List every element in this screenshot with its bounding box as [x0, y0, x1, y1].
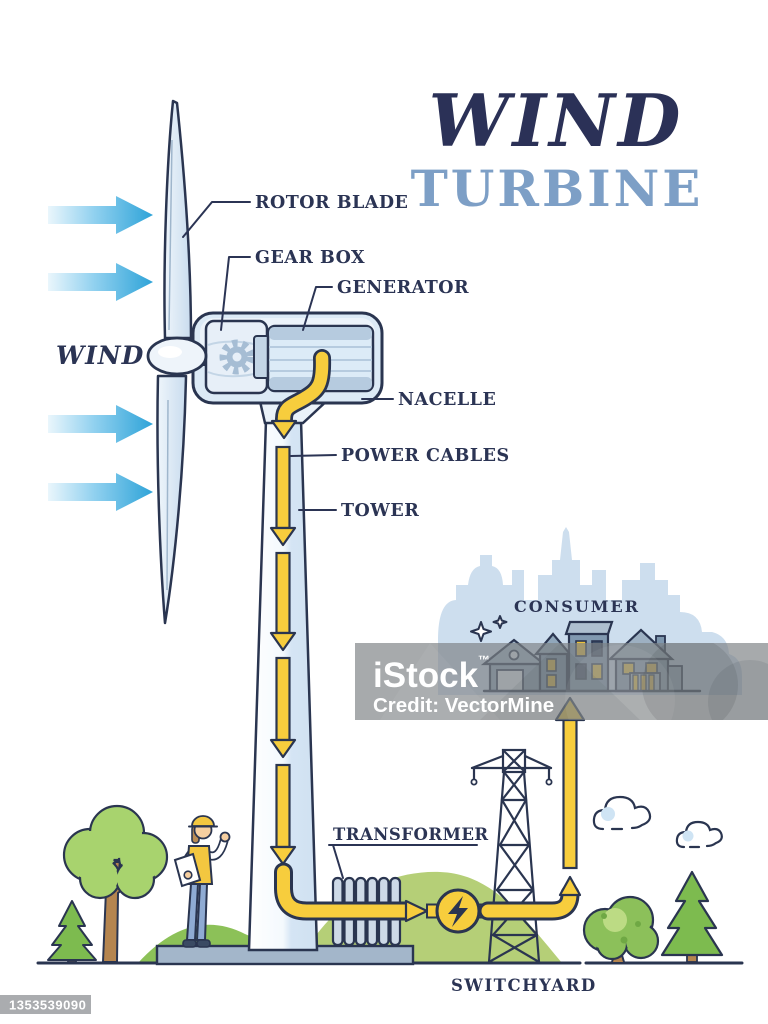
gear-box-label: GEAR BOX — [255, 248, 365, 268]
flow-arrowhead-icon — [269, 526, 297, 547]
worker-figure — [173, 815, 231, 948]
worker-leg — [185, 883, 200, 941]
power-cables-label: POWER CABLES — [341, 446, 510, 466]
flow-arrowhead-icon — [269, 845, 297, 866]
house-roof — [564, 620, 614, 636]
lightning-bolt-icon — [448, 896, 468, 927]
rotor-blade-lower — [156, 374, 188, 625]
wind-arrow-icon — [48, 405, 153, 443]
tower-label: TOWER — [341, 501, 419, 521]
switchyard-label: SWITCHYARD — [451, 976, 597, 995]
flow-arrowhead-icon — [558, 875, 582, 897]
title-line2: TURBINE — [411, 159, 704, 218]
leader-line — [182, 201, 251, 238]
image-id-text: 1353539090 — [9, 998, 86, 1013]
sparkles — [470, 615, 508, 642]
image-id-badge: 1353539090 — [0, 995, 91, 1014]
deciduous-tree — [62, 804, 169, 963]
wind-label: WIND — [56, 341, 144, 370]
leaf — [620, 936, 628, 944]
clouds — [592, 795, 723, 849]
worker-shoe — [196, 939, 211, 948]
power-line-riser — [481, 887, 577, 918]
title-line1: WIND — [429, 78, 684, 163]
title-block: WIND TURBINE — [411, 78, 704, 218]
flow-arrowhead-icon — [270, 419, 298, 440]
consumer-label: CONSUMER — [514, 597, 640, 616]
sparkle-icon — [492, 615, 508, 629]
pine-tree-right — [660, 870, 724, 963]
wind-arrow-icon — [48, 196, 153, 234]
worker-clipboard — [173, 852, 202, 888]
watermark-band: iStock ™ Credit: VectorMine — [355, 643, 768, 720]
worker-hand — [219, 831, 231, 843]
generator-label: GENERATOR — [337, 278, 469, 298]
sparkle-icon — [470, 621, 492, 642]
pine-canopy — [660, 870, 724, 957]
worker-hand — [183, 870, 193, 880]
wind-turbine — [146, 99, 384, 952]
cloud-icon — [592, 795, 652, 831]
flow-arrowhead-icon — [269, 631, 297, 652]
watermark-brand: iStock — [373, 656, 479, 695]
power-cable-curve — [277, 351, 329, 426]
wind-arrows: WIND — [48, 196, 153, 511]
leader-line — [220, 256, 251, 331]
leaf — [601, 913, 607, 919]
leader-line — [302, 286, 333, 331]
nacelle-label: NACELLE — [398, 390, 496, 410]
flow-arrowhead-icon — [404, 899, 429, 923]
flow-arrowhead-icon — [269, 738, 297, 759]
bush-tree — [582, 895, 660, 963]
pine-tree-left — [47, 900, 97, 963]
watermark-credit: Credit: VectorMine — [373, 694, 554, 717]
power-line-ground — [277, 865, 413, 918]
leaf — [635, 921, 641, 927]
transformer-label: TRANSFORMER — [333, 825, 489, 844]
rotor-blade-upper — [163, 99, 193, 340]
worker-shoe — [182, 939, 197, 948]
leader-line — [332, 844, 344, 879]
power-flow — [269, 349, 586, 934]
watermark-trademark: ™ — [478, 653, 490, 667]
wind-arrow-icon — [48, 473, 153, 511]
worker-hard-hat — [191, 815, 215, 827]
part-labels — [182, 201, 478, 879]
rotor-blade-label: ROTOR BLADE — [255, 193, 408, 213]
gear-icon — [219, 339, 255, 375]
leader-line — [290, 454, 337, 457]
wind-arrow-icon — [48, 263, 153, 301]
pine-canopy — [47, 900, 97, 961]
